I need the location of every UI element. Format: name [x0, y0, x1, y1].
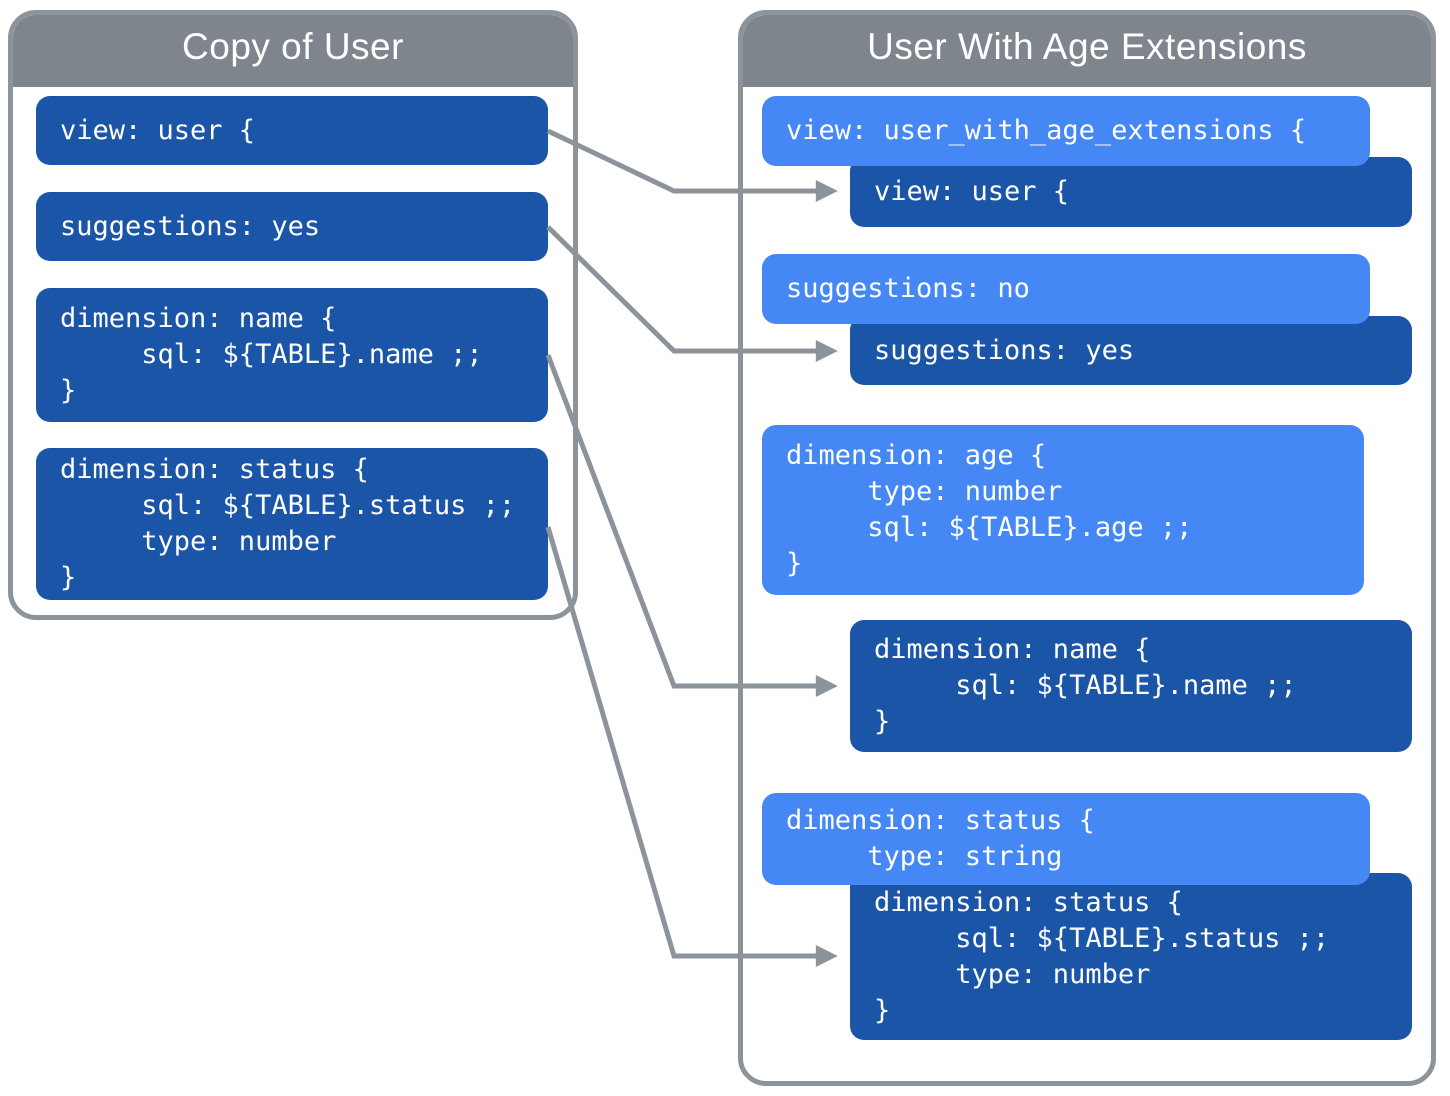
code-block-dimension-status-override: dimension: status { type: string	[762, 793, 1370, 885]
code-line: suggestions: yes	[874, 334, 1135, 366]
code-line: sql: ${TABLE}.name ;;	[874, 670, 1297, 701]
code-line: }	[874, 994, 891, 1026]
code-line: sql: ${TABLE}.age ;;	[786, 512, 1193, 543]
code-line: view: user {	[60, 114, 256, 146]
code-block-suggestions-inherited: suggestions: yes	[850, 316, 1412, 385]
code-line: suggestions: no	[786, 273, 1030, 304]
code-block-dimension-age-added: dimension: age { type: number sql: ${TAB…	[762, 425, 1364, 595]
code-line: dimension: status {	[786, 805, 1095, 836]
code-block-suggestions-yes: suggestions: yes	[36, 192, 548, 261]
code-line: dimension: name {	[874, 634, 1151, 665]
code-line: dimension: status {	[60, 454, 369, 485]
code-block-suggestions-override: suggestions: no	[762, 254, 1370, 324]
panel-user-with-age-extensions-title: User With Age Extensions	[867, 25, 1307, 67]
code-line: type: number	[786, 476, 1063, 507]
code-block-dimension-name-inherited: dimension: name { sql: ${TABLE}.name ;; …	[850, 620, 1412, 752]
panel-copy-of-user-title: Copy of User	[182, 25, 404, 67]
code-line: type: string	[786, 841, 1063, 872]
code-line: sql: ${TABLE}.name ;;	[60, 339, 483, 370]
panel-copy-of-user-header: Copy of User	[13, 15, 573, 87]
code-line: }	[874, 706, 891, 737]
code-line: sql: ${TABLE}.status ;;	[60, 490, 516, 521]
code-block-view-user-inherited: view: user {	[850, 157, 1412, 227]
code-line: suggestions: yes	[60, 210, 321, 242]
code-line: sql: ${TABLE}.status ;;	[874, 922, 1330, 954]
code-block-dimension-status-inherited: dimension: status { sql: ${TABLE}.status…	[850, 873, 1412, 1040]
code-line: view: user {	[874, 176, 1070, 207]
code-block-dimension-name: dimension: name { sql: ${TABLE}.name ;; …	[36, 288, 548, 422]
code-block-dimension-status: dimension: status { sql: ${TABLE}.status…	[36, 448, 548, 600]
code-line: view: user_with_age_extensions {	[786, 115, 1307, 146]
code-line: type: number	[874, 958, 1151, 990]
code-block-view-user: view: user {	[36, 96, 548, 165]
code-block-view-extended: view: user_with_age_extensions {	[762, 96, 1370, 166]
code-line: }	[60, 375, 77, 406]
code-line: }	[786, 548, 803, 579]
panel-user-with-age-extensions-header: User With Age Extensions	[743, 15, 1431, 87]
code-line: dimension: name {	[60, 303, 337, 334]
code-line: dimension: age {	[786, 440, 1047, 471]
code-line: dimension: status {	[874, 886, 1183, 918]
code-line: type: number	[60, 526, 337, 557]
code-line: }	[60, 562, 77, 593]
